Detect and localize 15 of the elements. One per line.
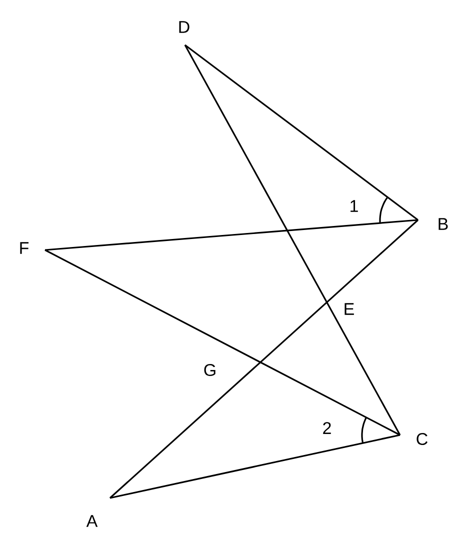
point-label: E — [344, 303, 354, 315]
line-segment — [109, 219, 419, 499]
point-label: 1 — [350, 200, 358, 212]
vertex-point: C — [416, 432, 428, 446]
vertex-point: F — [20, 242, 29, 254]
line-segment — [184, 44, 401, 436]
vertex-point: A — [86, 515, 98, 527]
line-segment — [44, 219, 418, 251]
vertex-point: D — [179, 21, 190, 33]
line-segment — [44, 249, 400, 436]
line-segment — [110, 434, 400, 499]
line-segment — [184, 44, 418, 221]
point-label: 2 — [323, 422, 331, 434]
point-label: G — [204, 364, 216, 376]
vertex-point: B — [438, 218, 448, 230]
